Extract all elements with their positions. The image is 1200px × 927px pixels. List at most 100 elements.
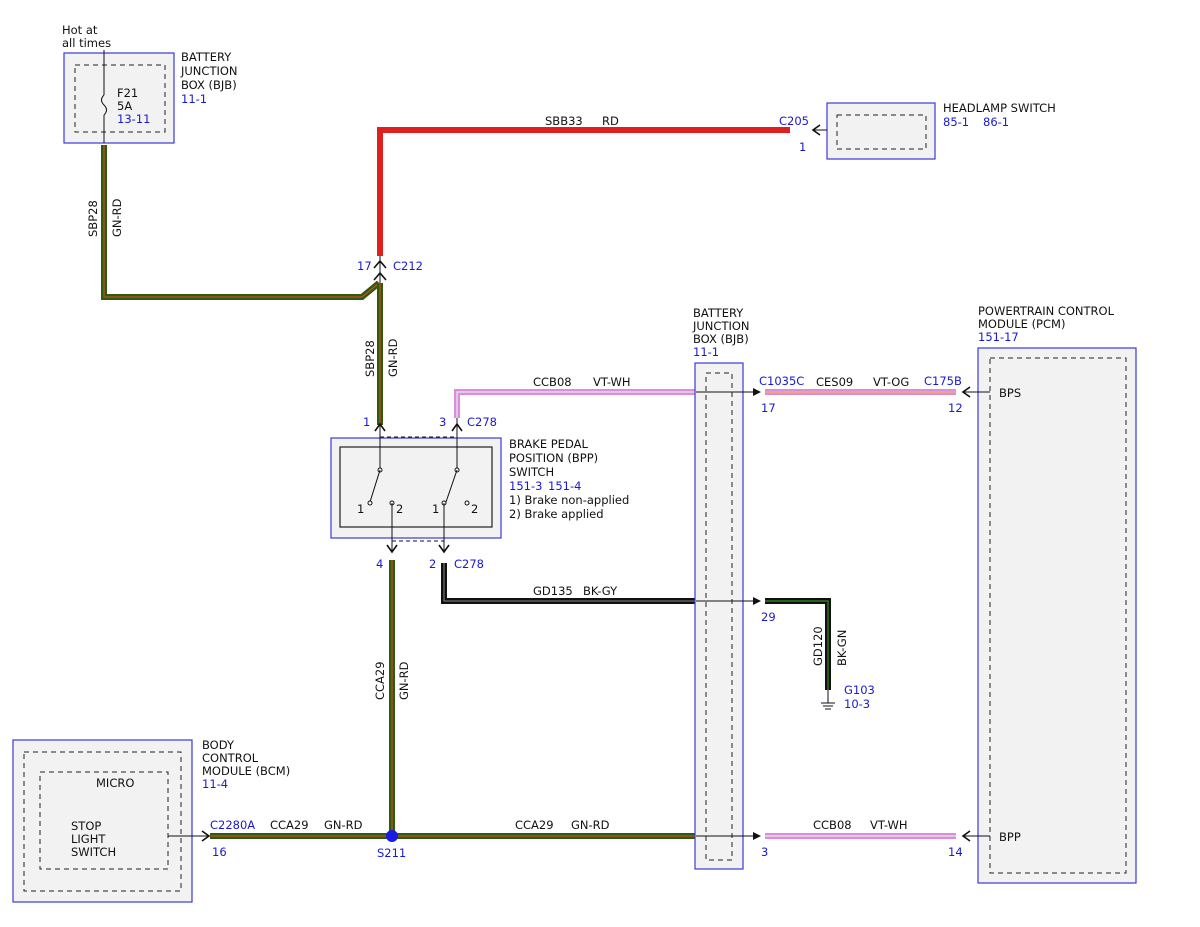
bpp-ref-2[interactable]: 151-4 [548, 479, 581, 493]
bpp-switch-right-contact [441, 467, 470, 552]
c175b-arrow [961, 386, 990, 398]
ground-name[interactable]: G103 [844, 683, 875, 697]
pcm-input-bpp: BPP [999, 830, 1021, 844]
headlamp-switch-ref-2[interactable]: 86-1 [983, 115, 1009, 129]
cca29-left-circuit: CCA29 [270, 818, 309, 832]
ces09-color: VT-OG [873, 375, 909, 389]
c2280a-pin: 16 [212, 845, 227, 859]
bjb-top-ref[interactable]: 11-1 [181, 92, 207, 106]
bjb-passthrough-lines [696, 388, 761, 840]
fuse-name: F21 [117, 86, 138, 100]
bcm-stop-3: SWITCH [71, 845, 116, 859]
c278-pin3: 3 [439, 415, 446, 429]
bpp-title-2: POSITION (BPP) [509, 451, 598, 465]
c2280a-name[interactable]: C2280A [210, 818, 255, 832]
cca29-left-color: GN-RD [324, 818, 363, 832]
headlamp-switch-title: HEADLAMP SWITCH [943, 101, 1056, 115]
c175b-pin: 12 [948, 401, 963, 415]
bcm-title-3: MODULE (BCM) [202, 764, 290, 778]
c205-arrow [811, 124, 827, 136]
pcm-box [977, 347, 1137, 884]
bpp-switch-box [330, 436, 502, 542]
gd135-color: BK-GY [583, 584, 618, 598]
c278-bottom-name[interactable]: C278 [454, 557, 484, 571]
fuse-ref[interactable]: 13-11 [117, 112, 150, 126]
bjb-top-title-1: BATTERY [181, 50, 232, 64]
c212-pin: 17 [357, 259, 372, 273]
c278-pin2-arrow [438, 544, 450, 554]
gd120-circuit: GD120 [811, 626, 825, 666]
sbp28-lower-circuit: SBP28 [363, 340, 377, 377]
pcm-ref[interactable]: 151-17 [978, 330, 1019, 344]
ground-ref[interactable]: 10-3 [844, 697, 870, 711]
bcm-box [12, 739, 193, 903]
bjb-mid-title-2: JUNCTION [692, 319, 750, 333]
bcm-title-2: CONTROL [202, 751, 259, 765]
pcm-input-bps: BPS [999, 386, 1021, 400]
cca29-vertical-color: GN-RD [397, 661, 411, 700]
ccb08-top-color: VT-WH [593, 375, 631, 389]
cca29-right-color: GN-RD [571, 818, 610, 832]
ces09-circuit: CES09 [816, 375, 853, 389]
splice-s211-label[interactable]: S211 [377, 846, 406, 860]
ground-g103-symbol [821, 690, 835, 710]
gd135-circuit: GD135 [533, 584, 573, 598]
pcm-title-1: POWERTRAIN CONTROL [978, 304, 1115, 318]
bjb-pin3: 3 [761, 845, 768, 859]
c278-top-name[interactable]: C278 [467, 415, 497, 429]
bpp-left-pos-1: 1 [357, 502, 364, 516]
ccb08-bottom-color: VT-WH [870, 818, 908, 832]
c205-connector[interactable]: C205 [779, 114, 809, 128]
c278-pin1: 1 [363, 415, 370, 429]
c205-pin: 1 [799, 140, 806, 154]
c212-name[interactable]: C212 [393, 259, 423, 273]
cca29-right-circuit: CCA29 [515, 818, 554, 832]
c2280a-arrow [168, 830, 211, 842]
c278-pin3-arrow [451, 418, 463, 470]
bcm-ref[interactable]: 11-4 [202, 777, 228, 791]
bcm-title-1: BODY [202, 738, 235, 752]
bjb-mid-title-1: BATTERY [693, 306, 744, 320]
c278-pin4: 4 [376, 557, 383, 571]
ccb08-top-circuit: CCB08 [533, 375, 572, 389]
bjb-mid-box [694, 362, 744, 870]
cca29-vertical-circuit: CCA29 [373, 661, 387, 700]
fuse-rating: 5A [117, 99, 132, 113]
bpp-title-1: BRAKE PEDAL [509, 437, 588, 451]
bpp-switch-left-contact [367, 467, 395, 552]
bpp-note-2: 2) Brake applied [509, 507, 604, 521]
pcm-pin14: 14 [948, 845, 963, 859]
headlamp-switch-ref-1[interactable]: 85-1 [943, 115, 969, 129]
c278-pin4-arrow [386, 544, 398, 554]
c175b-name[interactable]: C175B [924, 374, 962, 388]
wire-sbb33 [377, 127, 790, 256]
wire-gd135 [441, 563, 696, 604]
bjb-mid-title-3: BOX (BJB) [693, 332, 749, 346]
pcm-title-2: MODULE (PCM) [978, 317, 1065, 331]
sbb33-color: RD [602, 114, 619, 128]
splice-s211-dot[interactable] [386, 830, 398, 842]
c1035c-name[interactable]: C1035C [759, 374, 804, 388]
sbp28-upper-circuit: SBP28 [86, 200, 100, 237]
gd120-color: BK-GN [835, 630, 849, 666]
ccb08-bottom-circuit: CCB08 [813, 818, 852, 832]
bcm-micro: MICRO [96, 776, 134, 790]
wire-sbp28-upper [101, 145, 381, 300]
bpp-right-pos-1: 1 [432, 502, 439, 516]
bjb-mid-ref[interactable]: 11-1 [693, 345, 719, 359]
wire-ccb08-top [454, 389, 696, 418]
c1035c-pin: 17 [761, 401, 776, 415]
bjb-top-title-2: JUNCTION [180, 64, 238, 78]
bcm-stop-2: LIGHT [71, 832, 106, 846]
bpp-title-3: SWITCH [509, 465, 554, 479]
c278-pin2: 2 [429, 557, 436, 571]
sbp28-upper-color: GN-RD [110, 198, 124, 237]
bpp-ref-1[interactable]: 151-3 [509, 479, 542, 493]
bjb-pin29: 29 [761, 610, 776, 624]
supply-label-1: Hot at [62, 23, 98, 37]
bcm-stop-1: STOP [71, 819, 101, 833]
wire-gd120 [765, 598, 831, 690]
bpp-right-pos-2: 2 [471, 502, 478, 516]
sbb33-circuit: SBB33 [545, 114, 583, 128]
c278-pin1-arrow [374, 422, 386, 470]
